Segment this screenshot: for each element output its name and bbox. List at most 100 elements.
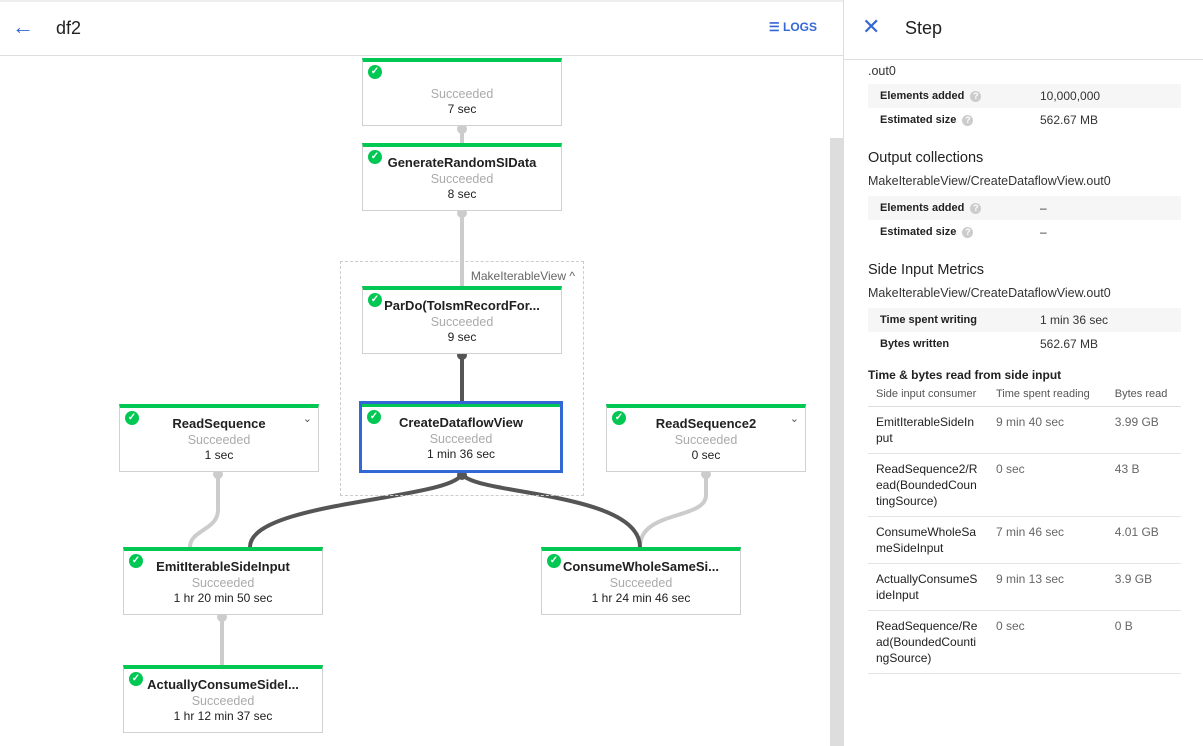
page-title: df2 <box>56 18 82 38</box>
bytes-cell: 0 B <box>1106 610 1181 674</box>
node-name: ReadSequence <box>172 416 266 431</box>
output-heading: Output collections <box>868 150 984 166</box>
metric-label: Estimated size <box>880 114 957 126</box>
check-circle-icon: ✓ <box>368 293 382 307</box>
close-icon[interactable]: ✕ <box>862 14 881 39</box>
node-status: Succeeded <box>609 576 673 590</box>
metric-row: Elements added?10,000,000 <box>868 84 1181 108</box>
node-name: CreateDataflowView <box>398 415 524 430</box>
node-status: Succeeded <box>674 433 738 447</box>
column-header: Bytes read <box>1106 386 1181 407</box>
node-status: Succeeded <box>429 432 493 446</box>
node-duration: 1 hr 24 min 46 sec <box>591 591 691 605</box>
node-duration: 1 sec <box>204 448 234 462</box>
node-name: ActuallyConsumeSideI... <box>147 677 299 692</box>
side-input-table: Side input consumer Time spent reading B… <box>868 386 1181 674</box>
metric-value: 1 min 36 sec <box>1040 313 1109 327</box>
bytes-cell: 3.99 GB <box>1106 406 1181 454</box>
bytes-cell: 3.9 GB <box>1106 563 1181 611</box>
group-makeiterableview[interactable]: MakeIterableView ^ <box>340 261 584 496</box>
graph-node[interactable]: ✓ CreateDataflowView Succeeded 1 min 36 … <box>359 401 563 473</box>
edge <box>638 471 708 548</box>
graph-node[interactable]: ✓ ParDo(ToIsmRecordFor... Succeeded 9 se… <box>362 286 562 354</box>
side-heading: Side Input Metrics <box>868 262 985 278</box>
metric-label: Elements added <box>880 202 965 214</box>
chevron-up-icon[interactable]: ^ <box>569 269 575 283</box>
node-duration: 1 hr 20 min 50 sec <box>173 591 273 605</box>
metric-row: Time spent writing 1 min 36 sec <box>868 308 1181 332</box>
metric-label: Bytes written <box>880 338 950 350</box>
node-duration: 8 sec <box>447 187 477 201</box>
help-icon[interactable]: ? <box>970 91 982 102</box>
metric-value: 10,000,000 <box>1040 89 1101 103</box>
check-circle-icon: ✓ <box>368 65 382 79</box>
chevron-down-icon[interactable]: ⌄ <box>789 413 799 425</box>
graph-node[interactable]: ✓ GenerateRandomSIData Succeeded 8 sec <box>362 143 562 211</box>
help-icon[interactable]: ? <box>970 203 982 214</box>
consumer-cell: ReadSequence2/Read(BoundedCountingSource… <box>868 453 988 517</box>
panel-header: ✕ Step <box>844 0 1203 60</box>
side-collection: MakeIterableView/CreateDataflowView.out0 <box>868 286 1111 300</box>
pipeline-graph[interactable]: MakeIterableView ^ ✓ Succeeded 7 sec✓ Ge… <box>0 0 843 746</box>
read-heading: Time & bytes read from side input <box>868 368 1062 382</box>
node-status: Succeeded <box>430 172 494 186</box>
bytes-cell: 43 B <box>1106 453 1181 517</box>
node-duration: 0 sec <box>691 448 721 462</box>
metric-row: Bytes written 562.67 MB <box>868 332 1181 356</box>
metric-value: 562.67 MB <box>1040 113 1099 127</box>
output-collection: MakeIterableView/CreateDataflowView.out0 <box>868 174 1111 188</box>
check-circle-icon: ✓ <box>129 672 143 686</box>
time-cell: 9 min 40 sec <box>988 406 1107 454</box>
check-circle-icon: ✓ <box>368 150 382 164</box>
edge-port <box>457 124 467 134</box>
edge <box>248 471 464 548</box>
logs-button[interactable]: ☰ LOGS <box>768 20 817 34</box>
graph-node[interactable]: ✓ EmitIterableSideInput Succeeded 1 hr 2… <box>123 547 323 615</box>
collection-name: .out0 <box>868 64 896 78</box>
metric-row: Estimated size?– <box>868 220 1181 244</box>
edge-port <box>457 470 467 480</box>
help-icon[interactable]: ? <box>962 115 974 126</box>
header: ← df2 ☰ LOGS <box>0 0 843 56</box>
chevron-down-icon[interactable]: ⌄ <box>302 413 312 425</box>
help-icon[interactable]: ? <box>962 227 974 238</box>
node-name: EmitIterableSideInput <box>156 559 290 574</box>
time-cell: 7 min 46 sec <box>988 516 1107 564</box>
check-circle-icon: ✓ <box>367 410 381 424</box>
node-status: Succeeded <box>191 694 255 708</box>
node-status: Succeeded <box>187 433 251 447</box>
metric-value: – <box>1040 201 1047 215</box>
column-header: Side input consumer <box>868 386 988 407</box>
graph-node[interactable]: ✓ ActuallyConsumeSideI... Succeeded 1 hr… <box>123 665 323 733</box>
time-cell: 0 sec <box>988 610 1107 674</box>
graph-edges <box>188 124 711 665</box>
edge <box>188 471 220 548</box>
graph-node[interactable]: ✓ ConsumeWholeSameSi... Succeeded 1 hr 2… <box>541 547 741 615</box>
graph-node[interactable]: ✓ ReadSequence2 Succeeded 0 sec⌄ <box>606 404 806 472</box>
graph-node[interactable]: ✓ ReadSequence Succeeded 1 sec⌄ <box>119 404 319 472</box>
metric-label: Estimated size <box>880 226 957 238</box>
scrollbar[interactable] <box>830 138 843 746</box>
consumer-cell: ConsumeWholeSameSideInput <box>868 516 988 564</box>
node-duration: 1 min 36 sec <box>426 447 496 461</box>
arrow-left-icon[interactable]: ← <box>12 14 34 39</box>
output-metrics: Elements added? – Estimated size?– <box>868 196 1181 244</box>
node-duration: 1 hr 12 min 37 sec <box>173 709 273 723</box>
check-circle-icon: ✓ <box>612 411 626 425</box>
metric-label: Time spent writing <box>880 314 977 326</box>
panel-title: Step <box>905 18 943 38</box>
group-label: MakeIterableView <box>470 269 567 283</box>
table-row: ReadSequence2/Read(BoundedCountingSource… <box>868 453 1181 517</box>
node-name: GenerateRandomSIData <box>387 155 537 170</box>
node-status: Succeeded <box>191 576 255 590</box>
graph-node[interactable]: ✓ Succeeded 7 sec <box>362 58 562 126</box>
metric-value: 562.67 MB <box>1040 337 1099 351</box>
table-row: ReadSequence/Read(BoundedCountingSource)… <box>868 610 1181 674</box>
consumer-cell: EmitIterableSideInput <box>868 406 988 454</box>
